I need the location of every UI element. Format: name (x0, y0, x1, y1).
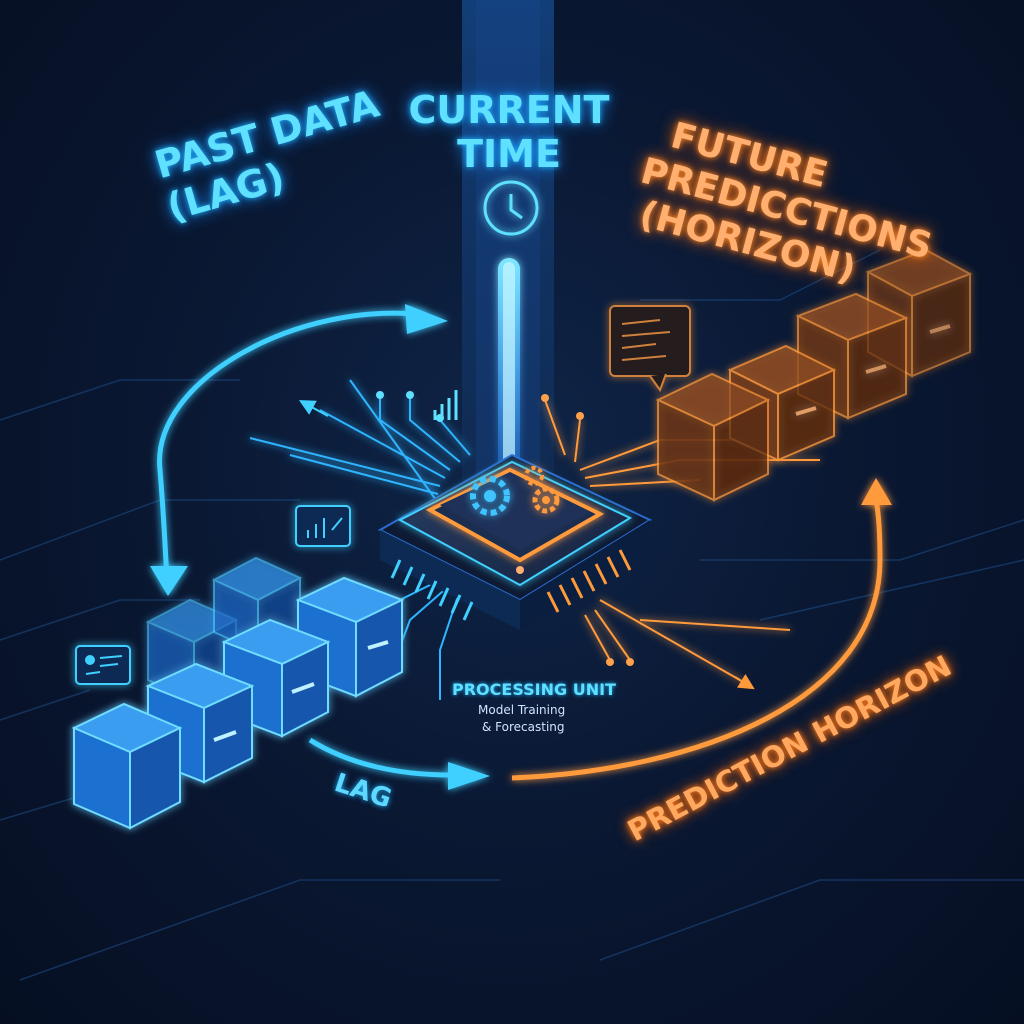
output-circuit-lines (544, 399, 820, 684)
code-card-icon (609, 305, 691, 393)
gears-icon (470, 466, 560, 516)
past-data-cubes (71, 556, 405, 830)
future-cube (655, 372, 771, 502)
processing-unit-title: PROCESSING UNIT (452, 680, 616, 699)
bar-chart-icon (433, 390, 458, 420)
past-cube (71, 702, 183, 830)
current-time-line2: TIME (457, 132, 561, 176)
future-cubes (655, 248, 973, 502)
clock-icon (483, 180, 539, 236)
bar-chart-icon (295, 505, 351, 547)
current-time-line1: CURRENT (408, 88, 610, 132)
past-data-arc (157, 310, 426, 591)
processing-unit-subtitle-1: Model Training (478, 703, 566, 717)
current-time-title: CURRENT TIME (404, 88, 614, 176)
processing-chip (377, 453, 653, 630)
lag-arrow (308, 737, 451, 778)
horizon-arc (511, 499, 883, 781)
input-circuit-lines (249, 379, 471, 501)
processing-unit-subtitle-2: & Forecasting (482, 720, 565, 734)
list-card-icon (75, 645, 131, 685)
